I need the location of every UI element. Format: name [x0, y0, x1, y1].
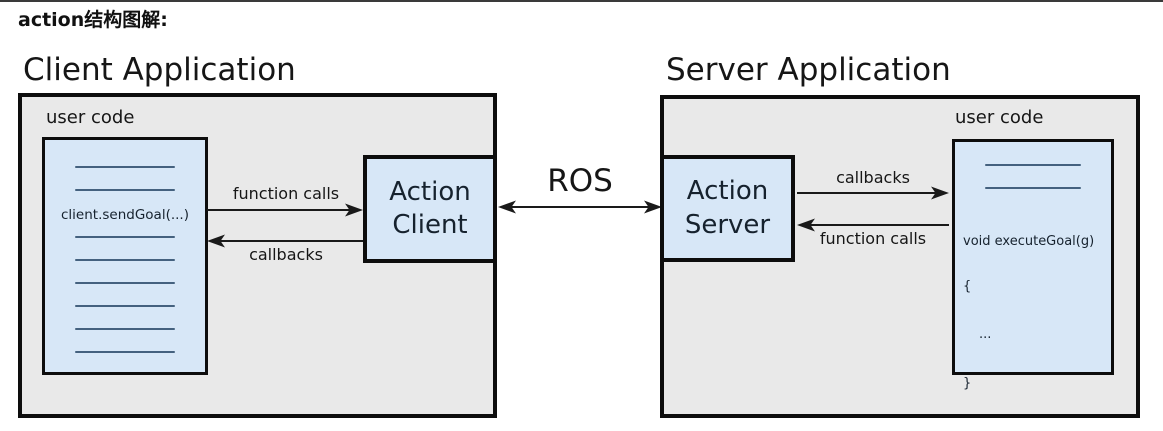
server-user-code-box: void executeGoal(g) { ... } [952, 139, 1114, 391]
server-user-code-label: user code [955, 107, 1044, 128]
code-placeholder-line [75, 282, 175, 284]
code-placeholder-line [984, 187, 1082, 189]
top-divider [0, 0, 1163, 2]
ros-double-arrow [498, 200, 662, 214]
page-title: action结构图解: [18, 9, 168, 31]
server-application-title: Server Application [666, 52, 951, 88]
code-placeholder-line [75, 236, 175, 238]
code-placeholder-line [984, 164, 1082, 166]
client-function-calls-label: function calls [232, 184, 340, 203]
server-function-calls-arrow [797, 218, 949, 232]
client-application-title: Client Application [23, 52, 296, 88]
server-code-line-3: ... [979, 327, 992, 342]
action-server-node: Action Server [660, 155, 795, 262]
action-client-node: Action Client [363, 155, 497, 263]
client-function-calls-arrow [207, 203, 363, 217]
server-callbacks-arrow [797, 186, 949, 200]
code-placeholder-line [75, 328, 175, 330]
client-callbacks-arrow [207, 234, 363, 248]
server-function-calls-label: function calls [819, 229, 927, 248]
client-code-snippet: client.sendGoal(...) [61, 207, 189, 223]
server-code-line-4: } [963, 376, 972, 391]
action-client-label: Action Client [389, 176, 471, 240]
client-user-code-label: user code [46, 107, 135, 128]
server-code-line-2: { [963, 279, 972, 294]
code-placeholder-line [75, 259, 175, 261]
ros-label: ROS [547, 163, 613, 199]
code-placeholder-line [75, 166, 175, 168]
client-user-code-box: client.sendGoal(...) [42, 137, 208, 375]
code-placeholder-line [75, 305, 175, 307]
server-callbacks-label: callbacks [836, 168, 910, 187]
server-code-line-1: void executeGoal(g) [963, 234, 1095, 249]
code-placeholder-line [75, 351, 175, 353]
action-server-label: Action Server [684, 176, 771, 240]
code-placeholder-line [75, 189, 175, 191]
client-callbacks-label: callbacks [249, 245, 323, 264]
server-code-snippet: void executeGoal(g) { ... } [955, 204, 1111, 421]
